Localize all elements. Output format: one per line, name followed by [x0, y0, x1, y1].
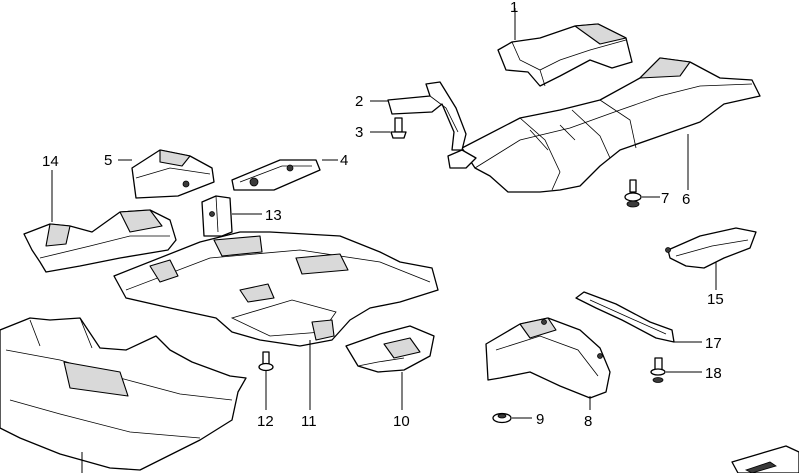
part-12-bolt	[258, 351, 274, 372]
part-1-heat-shield	[497, 23, 633, 87]
callout-15: 15	[707, 291, 724, 308]
callout-labels: 1 2 3 4 5 6 7 8 9 10 11 12 13 14 15 17 1…	[42, 0, 724, 430]
callout-12: 12	[257, 413, 274, 430]
callout-10: 10	[393, 413, 410, 430]
part-3-bolt	[390, 117, 407, 139]
callout-8: 8	[584, 413, 592, 430]
callout-7: 7	[661, 190, 669, 207]
part-5-bracket	[131, 149, 215, 199]
callout-13: 13	[265, 207, 282, 224]
part-17-strap	[575, 291, 675, 343]
part-8-rear-shield	[485, 317, 611, 399]
part-11-underbody-panel	[113, 231, 439, 347]
part-13-bracket	[201, 195, 233, 237]
callout-1: 1	[510, 0, 518, 16]
part-7-screw	[624, 179, 642, 208]
callout-9: 9	[536, 411, 544, 428]
part-4-plate	[231, 159, 321, 191]
callout-14: 14	[42, 153, 59, 170]
callout-18: 18	[705, 365, 722, 382]
part-18-bolt	[650, 357, 666, 383]
part-10-cover	[345, 325, 435, 373]
callout-4: 4	[340, 152, 348, 169]
front-undertray	[0, 317, 247, 471]
part-14-shield	[23, 209, 177, 273]
callout-6: 6	[682, 191, 690, 208]
leader-lines	[51, 8, 717, 473]
callout-11: 11	[301, 413, 317, 430]
callout-3: 3	[355, 124, 363, 141]
part-6-tunnel-heat-shield	[461, 57, 761, 193]
page-corner-icon	[731, 445, 799, 473]
callout-17: 17	[705, 335, 722, 352]
callout-2: 2	[355, 93, 363, 110]
part-2-bracket	[387, 81, 477, 169]
part-15-shield	[665, 227, 757, 269]
callout-5: 5	[104, 152, 112, 169]
part-9-nut	[492, 412, 512, 424]
